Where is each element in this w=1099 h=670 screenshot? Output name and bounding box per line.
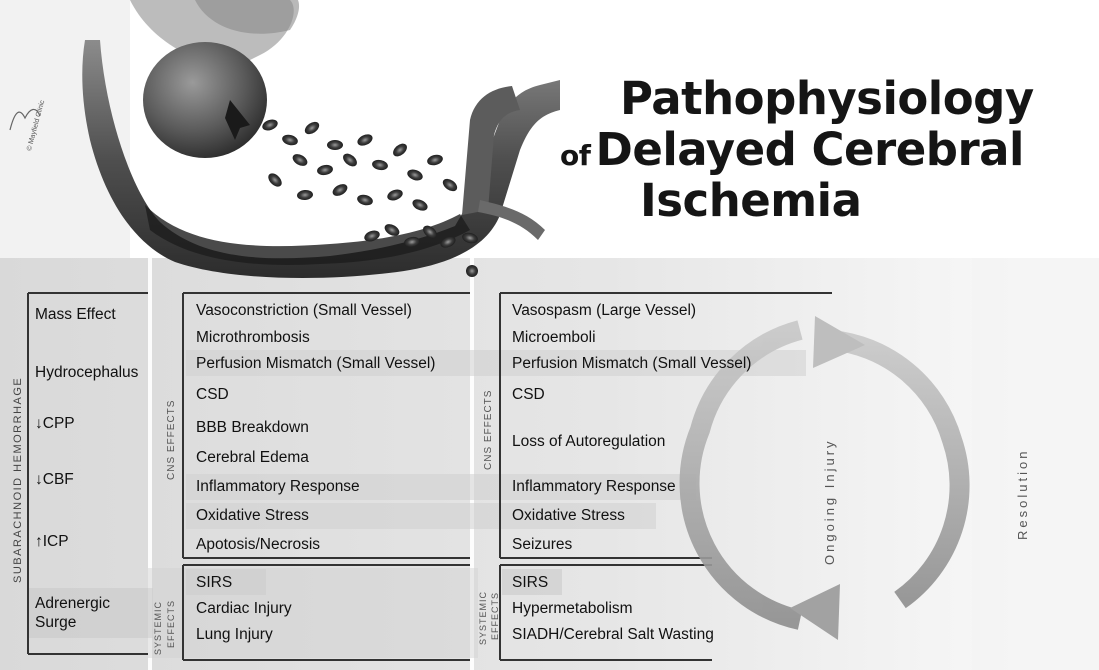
middle-cns-item-1: Microthrombosis [196,329,310,346]
subarachnoid-hemorrhage-label: SUBARACHNOID HEMORRHAGE [12,376,24,583]
right-cns-item-4: Loss of Autoregulation [512,433,666,450]
middle-systemic-item-0: SIRS [196,574,233,591]
middle-cns-item-5: Cerebral Edema [196,449,309,466]
mass-effect-item: Mass Effect [35,306,116,323]
middle-systemic-label-1: SYSTEMIC [153,600,163,655]
middle-systemic-item-1: Cardiac Injury [196,600,292,617]
ongoing-injury-label: Ongoing Injury [822,438,837,565]
middle-systemic-label-2: EFFECTS [166,599,176,648]
middle-cns-item-3: CSD [196,386,229,403]
page-title: Pathophysiology of Delayed Cerebral Isch… [560,72,1080,227]
icp-item: ↑ICP [35,533,69,550]
middle-systemic-item-2: Lung Injury [196,626,273,643]
right-systemic-item-1: Hypermetabolism [512,600,633,617]
hydrocephalus-item: Hydrocephalus [35,364,139,381]
right-cns-item-2: Perfusion Mismatch (Small Vessel) [512,355,752,372]
right-systemic-item-0: SIRS [512,574,549,591]
middle-cns-item-6: Inflammatory Response [196,478,360,495]
ongoing-injury-cycle-arrow [679,316,970,640]
middle-cns-item-8: Apotosis/Necrosis [196,536,321,553]
title-line-2-prefix: of [560,139,591,172]
adrenergic-surge-line-2: Surge [35,614,77,631]
middle-cns-item-4: BBB Breakdown [196,419,309,436]
title-line-2: Delayed Cerebral [595,123,1025,176]
right-cns-item-6: Oxidative Stress [512,507,625,524]
right-systemic-label-2: EFFECTS [490,591,500,640]
cbf-item: ↓CBF [35,471,74,488]
right-cns-item-5: Inflammatory Response [512,478,676,495]
right-cns-item-1: Microemboli [512,329,596,346]
title-line-3: Ischemia [640,174,862,227]
middle-cns-effects-label: CNS EFFECTS [166,399,177,480]
right-cns-item-0: Vasospasm (Large Vessel) [512,302,697,319]
right-systemic-label-1: SYSTEMIC [478,590,488,645]
right-cns-effects-label: CNS EFFECTS [483,389,494,470]
resolution-label: Resolution [1015,448,1030,540]
right-systemic-item-2: SIADH/Cerebral Salt Wasting [512,626,714,643]
right-cns-item-7: Seizures [512,536,573,553]
title-line-1: Pathophysiology [620,72,1034,125]
cpp-item: ↓CPP [35,415,75,432]
middle-cns-item-2: Perfusion Mismatch (Small Vessel) [196,355,436,372]
right-cns-item-3: CSD [512,386,545,403]
middle-cns-item-7: Oxidative Stress [196,507,309,524]
adrenergic-surge-line-1: Adrenergic [35,595,110,612]
middle-cns-item-0: Vasoconstriction (Small Vessel) [196,302,412,319]
